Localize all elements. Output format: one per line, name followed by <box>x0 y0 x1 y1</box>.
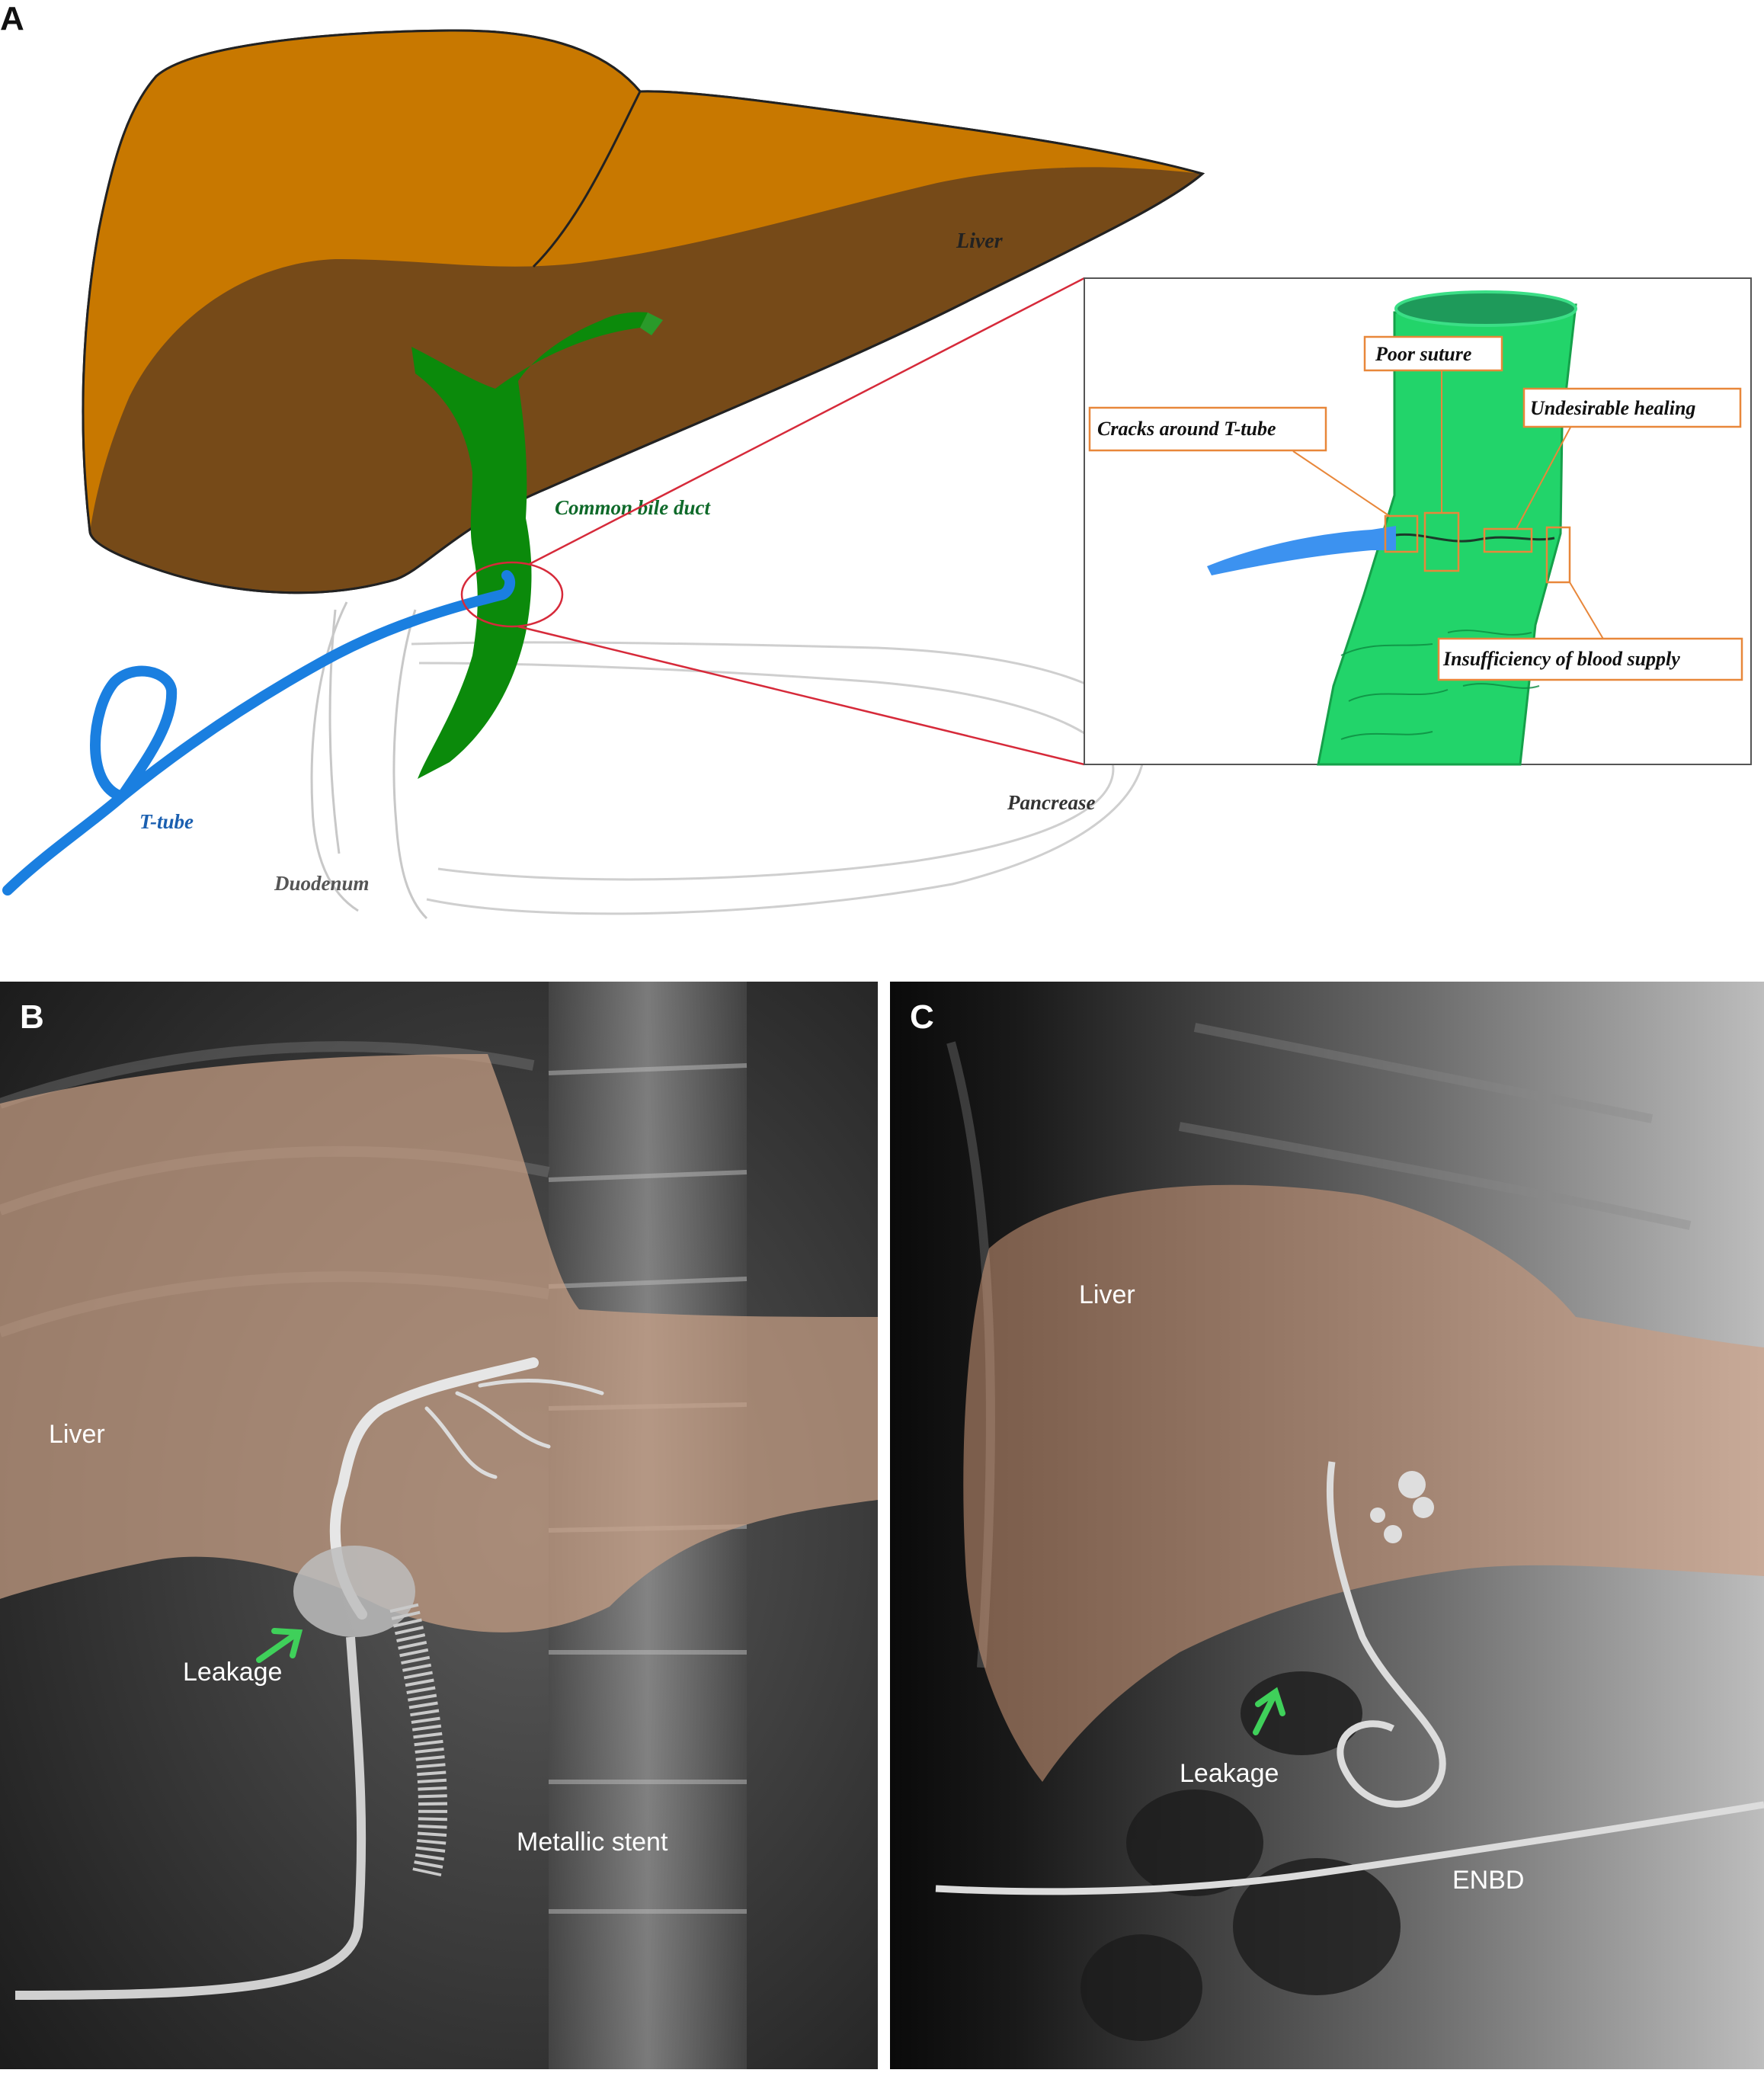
leakage-blob <box>293 1546 415 1637</box>
panel-b-label: B <box>20 998 44 1036</box>
panel-b-xray: Liver Leakage Metallic stent B <box>0 982 878 2069</box>
duodenum-outline <box>310 601 428 920</box>
liver-overlay <box>963 1184 1764 1782</box>
c-enbd-label: ENBD <box>1452 1866 1524 1895</box>
undesirable-healing-label: Undesirable healing <box>1530 397 1695 419</box>
drain-tube <box>14 1636 367 2000</box>
panel-c-svg: Liver Leakage ENBD <box>890 982 1764 2069</box>
pancreas-label: Pancrease <box>1007 791 1095 814</box>
c-leakage-label: Leakage <box>1180 1759 1279 1788</box>
panel-a-label: A <box>0 0 24 37</box>
blood-supply-label: Insufficiency of blood supply <box>1442 648 1680 670</box>
liver-shape: Liver <box>82 29 1205 594</box>
b-stent-label: Metallic stent <box>517 1828 668 1857</box>
liver-label: Liver <box>956 229 1004 253</box>
c-liver-label: Liver <box>1079 1280 1135 1309</box>
duodenum-label: Duodenum <box>274 872 370 895</box>
zoom-callout <box>460 277 1085 766</box>
pancreas-outline <box>411 641 1146 915</box>
cracks-label: Cracks around T-tube <box>1097 418 1276 440</box>
b-leakage-label: Leakage <box>183 1658 282 1687</box>
panel-a-svg: Liver Common bile duct T-tube Duodenum P… <box>2 29 1752 920</box>
ttube-label: T-tube <box>139 810 194 833</box>
leakage-arrow <box>1253 1687 1285 1735</box>
common-bile-duct <box>411 312 663 779</box>
panel-c-xray: Liver Leakage ENBD C <box>890 982 1764 2069</box>
panel-c-label: C <box>910 998 934 1036</box>
t-tube <box>2 570 516 896</box>
enbd-tube <box>935 1461 1764 1895</box>
cbd-label: Common bile duct <box>555 496 712 519</box>
panel-b-svg: Liver Leakage Metallic stent <box>0 982 878 2069</box>
liver-overlay <box>0 1054 878 1632</box>
b-liver-label: Liver <box>49 1420 105 1449</box>
inset-box: Poor suture Undesirable healing Cracks a… <box>1084 277 1752 766</box>
leakage-arrow <box>256 1628 303 1663</box>
metallic-stent <box>389 1603 448 1877</box>
panel-a-diagram: Liver Common bile duct T-tube Duodenum P… <box>0 0 1764 945</box>
contrast <box>1370 1471 1434 1543</box>
bowel-gas <box>1080 1671 1401 2041</box>
poor-suture-label: Poor suture <box>1375 343 1471 365</box>
